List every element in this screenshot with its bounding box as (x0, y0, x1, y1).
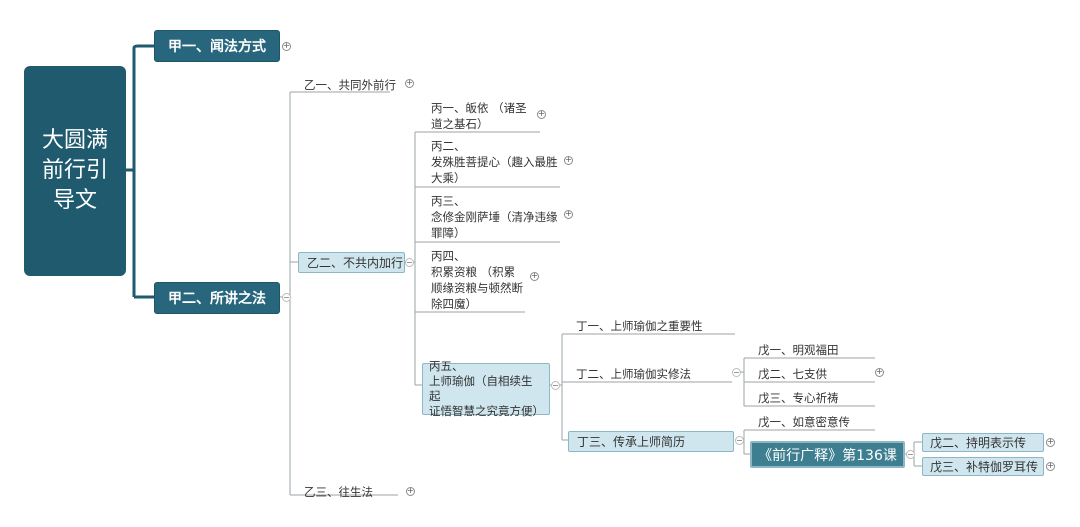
node-yi2-label: 乙二、不共内加行 (307, 256, 404, 270)
node-wu-chiming[interactable]: 戊二、持明表示传 (922, 433, 1044, 452)
node-lesson-label: 《前行广释》第136课 (758, 447, 897, 464)
expand-yi3-icon[interactable] (406, 487, 415, 496)
node-ding3[interactable]: 丁三、传承上师简历 (568, 431, 734, 452)
node-jia1[interactable]: 甲一、闻法方式 (154, 30, 280, 62)
node-yi3[interactable]: 乙三、往生法 (304, 485, 373, 499)
expand-bing1-icon[interactable] (537, 110, 546, 119)
node-wu-qizhi[interactable]: 戊二、七支供 (758, 367, 827, 381)
collapse-lesson-icon[interactable] (906, 450, 915, 459)
expand-wu-buteqie-icon[interactable] (1046, 462, 1055, 471)
node-bing1[interactable]: 丙一、皈依 （诸圣 道之基石） (431, 101, 527, 131)
node-bing5[interactable]: 丙五、 上师瑜伽（自相续生起 证悟智慧之究竟方便） (422, 359, 550, 418)
expand-jia1-icon[interactable] (282, 42, 291, 51)
expand-bing3-icon[interactable] (564, 210, 573, 219)
node-jia2-label: 甲二、所讲之法 (168, 291, 266, 307)
node-wu-qidao[interactable]: 戊三、专心祈祷 (758, 391, 839, 405)
expand-wu-qizhi-icon[interactable] (875, 368, 884, 377)
collapse-jia2-icon[interactable] (282, 293, 291, 302)
node-yi1[interactable]: 乙一、共同外前行 (304, 78, 396, 92)
expand-bing4-icon[interactable] (530, 272, 539, 281)
node-yi2[interactable]: 乙二、不共内加行 (298, 252, 405, 273)
expand-wu-chiming-icon[interactable] (1046, 438, 1055, 447)
jia2-connector (280, 91, 398, 496)
collapse-ding3-icon[interactable] (735, 436, 744, 445)
root-label: 大圆满前行引导文 (42, 128, 109, 213)
node-jia1-label: 甲一、闻法方式 (168, 39, 266, 55)
node-lesson[interactable]: 《前行广释》第136课 (750, 441, 905, 468)
node-wu-chiming-label: 戊二、持明表示传 (930, 436, 1027, 450)
node-bing2[interactable]: 丙二、 发殊胜菩提心（趣入最胜 大乘） (431, 139, 558, 185)
bing5-connector (550, 333, 735, 441)
collapse-bing5-icon[interactable] (551, 381, 560, 390)
collapse-ding2-icon[interactable] (732, 368, 741, 377)
node-wu-mingguan[interactable]: 戊一、明观福田 (758, 343, 839, 357)
root-node[interactable]: 大圆满前行引导文 (24, 66, 126, 276)
node-jia2[interactable]: 甲二、所讲之法 (154, 282, 280, 314)
node-ding2[interactable]: 丁二、上师瑜伽实修法 (576, 367, 691, 381)
node-ding3-label: 丁三、传承上师简历 (577, 435, 686, 449)
node-wu-buteqie-label: 戊三、补特伽罗耳传 (930, 460, 1039, 474)
node-bing3[interactable]: 丙三、 念修金刚萨埵（清净违缘 罪障） (431, 194, 558, 240)
collapse-yi2-icon[interactable] (405, 258, 414, 267)
expand-yi1-icon[interactable] (405, 79, 414, 88)
root-connector (126, 44, 154, 299)
ding2-connector (738, 357, 875, 407)
node-wu-buteqie[interactable]: 戊三、补特伽罗耳传 (922, 457, 1044, 476)
node-bing5-label: 丙五、 上师瑜伽（自相续生起 证悟智慧之究竟方便） (429, 359, 544, 418)
node-wu-ruyi[interactable]: 戊一、如意密意传 (758, 415, 850, 429)
node-bing4[interactable]: 丙四、 积累资粮 （积累 顺缘资粮与顿然断 除四魔） (431, 249, 523, 311)
expand-bing2-icon[interactable] (564, 156, 573, 165)
node-ding1[interactable]: 丁一、上师瑜伽之重要性 (576, 319, 703, 333)
